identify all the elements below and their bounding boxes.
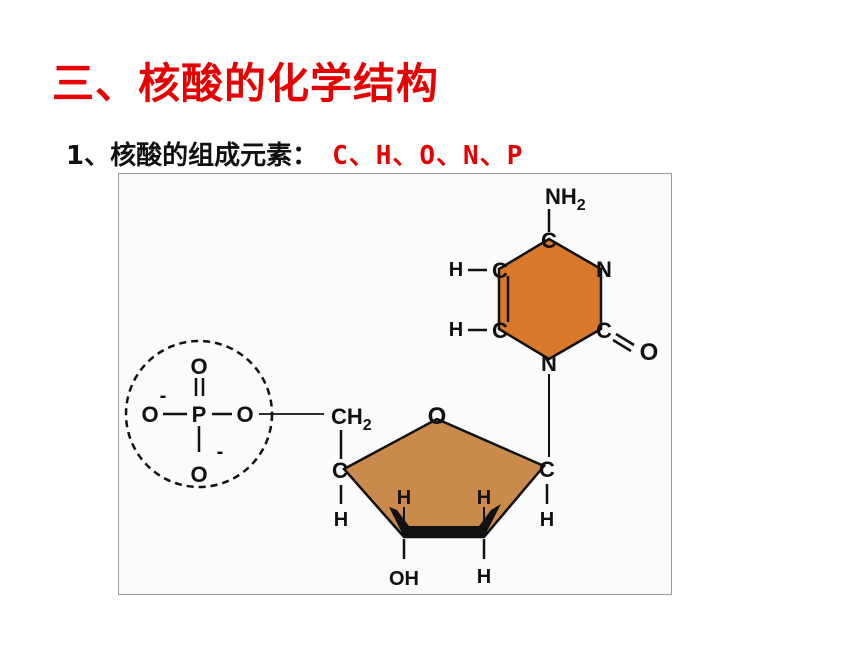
- elements-label: 1、核酸的组成元素：: [66, 141, 319, 171]
- sugar-c3-oh: OH: [389, 568, 419, 590]
- base-n1: N: [541, 351, 557, 376]
- base-n3: N: [596, 257, 612, 282]
- phosphate-o-bottom: O: [190, 462, 207, 487]
- base-ring: [497, 237, 603, 361]
- base-c5-h: H: [449, 259, 463, 281]
- base-o: O: [640, 339, 659, 366]
- nucleotide-diagram: O O - P O O - CH2 C H O C H H OH H H: [118, 173, 672, 595]
- sugar-c2-h-top: H: [477, 487, 491, 509]
- phosphate-o-left: O: [141, 402, 158, 427]
- elements-list: C、H、O、N、P: [332, 141, 524, 171]
- sugar-c1-h: H: [540, 509, 554, 531]
- sugar-c4-h: H: [334, 509, 348, 531]
- ch2-label: CH2: [331, 404, 372, 434]
- phosphate-o-top: O: [190, 354, 207, 379]
- phosphate-minus-bottom: -: [217, 441, 224, 463]
- sugar-ring-o: O: [428, 403, 447, 430]
- sugar-c4: C: [332, 458, 348, 483]
- elements-heading: 1、核酸的组成元素： C、H、O、N、P: [66, 135, 523, 172]
- base-c4: C: [541, 228, 557, 253]
- sugar-c2-h-bottom: H: [477, 566, 491, 588]
- sugar-c1: C: [539, 457, 555, 482]
- base-c6-h: H: [449, 319, 463, 341]
- base-c5: C: [492, 258, 508, 283]
- page-title: 三、核酸的化学结构: [52, 59, 440, 108]
- sugar-c3-h-top: H: [397, 487, 411, 509]
- sugar-ring: [342, 417, 547, 539]
- c2-o-double-bond-1: [615, 332, 635, 347]
- phosphate-minus-left: -: [160, 385, 167, 407]
- phosphate-p: P: [192, 402, 207, 427]
- base-c6: C: [492, 318, 508, 343]
- base-c2: C: [596, 318, 612, 343]
- phosphate-o-right: O: [236, 402, 253, 427]
- nh2-label: NH2: [545, 184, 586, 214]
- sugar-ring-front-edge: [389, 504, 501, 537]
- c2-o-double-bond-2: [612, 338, 632, 353]
- nucleotide-structure: O O - P O O - CH2 C H O C H H OH H H: [124, 184, 659, 590]
